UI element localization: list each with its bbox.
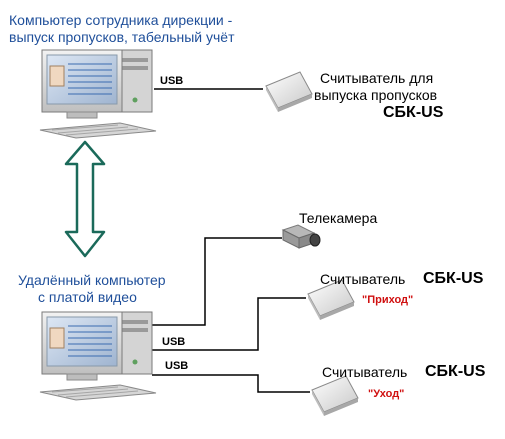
remote-computer-caption-line2: с платой видео bbox=[38, 289, 137, 305]
usb-label: USB bbox=[162, 336, 186, 348]
connection-lines bbox=[152, 88, 310, 393]
computer-icon bbox=[39, 311, 157, 401]
card-reader-icon bbox=[307, 279, 355, 320]
top-computer-caption-line1: Компьютер сотрудника дирекции - bbox=[9, 12, 233, 28]
reader-out-label: Считыватель bbox=[322, 364, 408, 380]
reader-out-note: "Уход" bbox=[368, 388, 405, 400]
reader-issue-line1: Считыватель для bbox=[320, 70, 434, 86]
camera-line bbox=[152, 237, 282, 326]
card-reader-icon bbox=[265, 71, 313, 112]
camera-label: Телекамера bbox=[299, 210, 378, 226]
reader-issue-model: СБК-US bbox=[383, 104, 444, 121]
usb-label: USB bbox=[160, 75, 184, 87]
reader-in-model: СБК-US bbox=[423, 270, 484, 287]
video-camera-icon bbox=[281, 224, 321, 249]
reader-in-label: Считыватель bbox=[320, 271, 406, 287]
usb-label: USB bbox=[165, 360, 189, 372]
reader-in-note: "Приход" bbox=[362, 294, 414, 306]
reader-out-line bbox=[152, 374, 310, 393]
reader-issue-line2: выпуска пропусков bbox=[314, 87, 438, 103]
reader-out-model: СБК-US bbox=[425, 363, 486, 380]
computer-icon bbox=[39, 49, 157, 139]
card-reader-icon bbox=[311, 375, 359, 416]
remote-computer-caption-line1: Удалённый компьютер bbox=[18, 272, 166, 288]
double-arrow-icon bbox=[64, 140, 106, 258]
reader-in-line bbox=[152, 297, 306, 351]
top-computer-caption-line2: выпуск пропусков, табельный учёт bbox=[9, 29, 235, 45]
